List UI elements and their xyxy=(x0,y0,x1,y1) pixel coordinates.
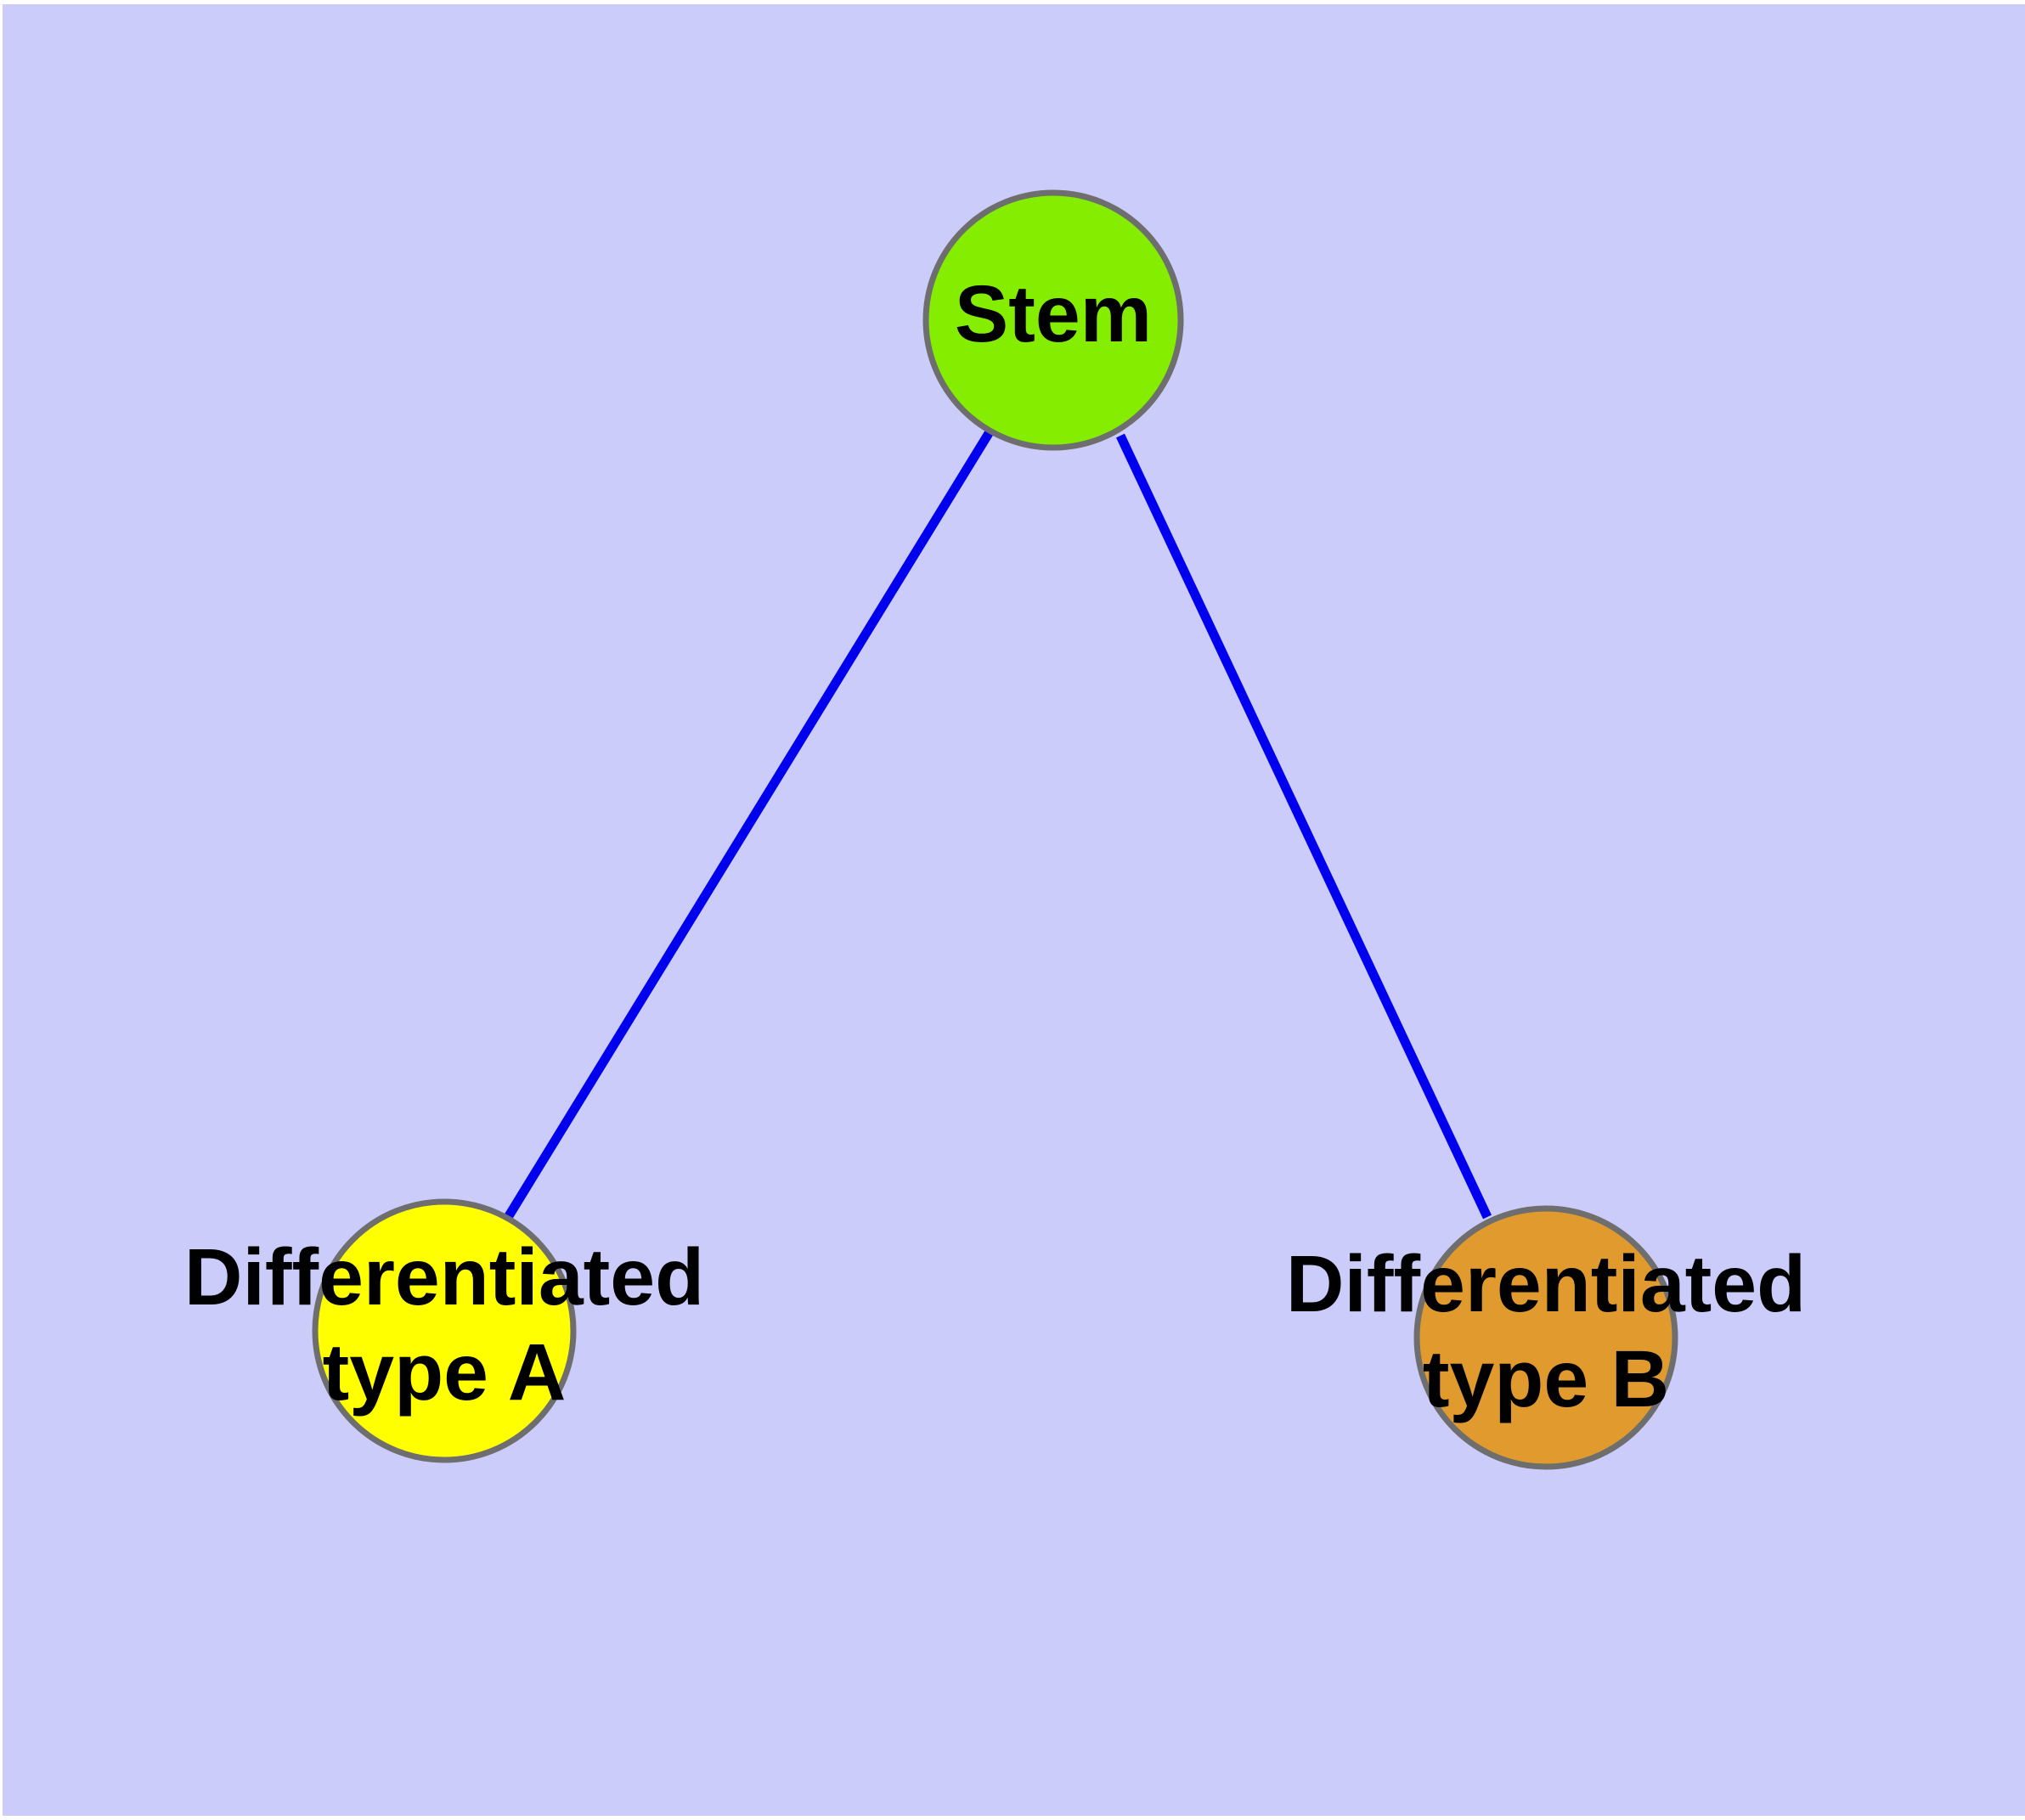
graph-edge-stem-to-diff-b[interactable] xyxy=(1116,433,1492,1220)
graph-node-diff-a[interactable] xyxy=(312,1198,577,1463)
graph-edge-stem-to-diff-a[interactable] xyxy=(503,428,995,1221)
graph-node-label-stem: Stem xyxy=(955,269,1152,359)
graph-node-stem[interactable] xyxy=(922,189,1184,451)
edges-layer xyxy=(503,428,1492,1221)
nodes-layer xyxy=(312,189,1678,1470)
graph-node-diff-b[interactable] xyxy=(1413,1205,1678,1470)
